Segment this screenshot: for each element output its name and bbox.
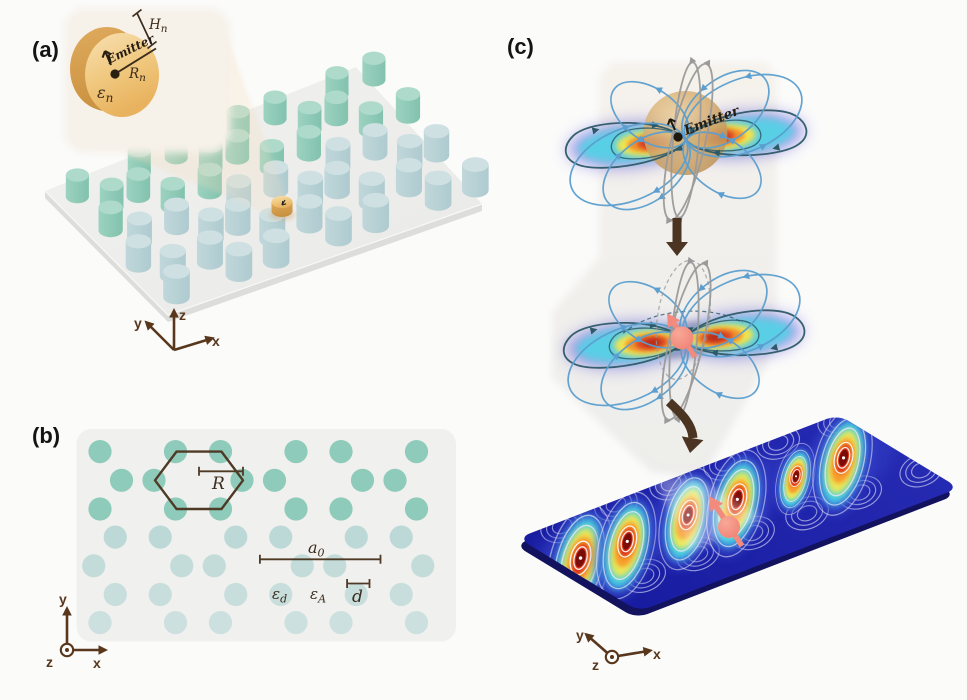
hexamer-radius-label: R	[211, 474, 225, 494]
lattice-constant-label: a0	[308, 538, 325, 560]
x-axis-label: x	[653, 646, 661, 662]
lattice-rod	[284, 611, 308, 635]
down-arrow-1	[666, 218, 688, 256]
spin-emitter-ball	[718, 516, 740, 538]
spin-emitter-ball	[670, 326, 694, 350]
dipole-radiation-with-nanoparticle	[564, 56, 808, 225]
lattice-rod	[411, 554, 435, 578]
panel-c: Emitter y x z (c)	[507, 34, 953, 673]
lattice-rod	[262, 468, 287, 492]
z-axis-label: z	[179, 307, 186, 323]
lattice-rod	[329, 440, 353, 464]
lattice-labels: R a0 εd εA d	[211, 474, 363, 607]
emitter-inset	[64, 8, 230, 153]
eps-d-label: εd	[272, 585, 287, 606]
nanopillar-array-3d	[65, 51, 489, 305]
panel-b: R a0 εd εA d y x z (b)	[32, 423, 456, 671]
lattice-rod	[82, 554, 106, 578]
panel-b-label: (b)	[32, 423, 60, 448]
lattice-rod	[148, 582, 172, 607]
lattice-rod	[284, 440, 308, 464]
lattice-rod	[103, 582, 127, 607]
emitter-dot	[110, 69, 120, 79]
x-axis-label: x	[93, 655, 101, 671]
axes-labels-c: y x z	[576, 627, 661, 673]
lattice-rod	[329, 611, 353, 635]
emitter-nanoparticle-3d	[269, 196, 295, 220]
axes-labels-b: y x z	[46, 591, 101, 671]
axes-labels-a: z x y	[134, 307, 220, 349]
lattice-rod	[404, 440, 429, 464]
lattice-rod	[163, 611, 188, 635]
z-axis-label: z	[46, 654, 53, 670]
panel-c-label: (c)	[507, 34, 534, 59]
axes-3d-a	[144, 308, 215, 352]
lattice-rod	[224, 525, 248, 549]
lattice-rod	[88, 440, 112, 464]
hexamer-outline	[153, 450, 245, 511]
lattice-rod	[170, 554, 194, 578]
lattice-rod	[88, 497, 112, 521]
lattice-top-view	[76, 429, 456, 642]
lattice-rod	[148, 525, 172, 549]
lattice-rod	[329, 497, 353, 521]
lattice-rod	[88, 611, 112, 635]
lattice-rod	[344, 525, 368, 549]
lattice-rod	[269, 525, 293, 549]
diameter-label: d	[352, 587, 363, 607]
lattice-rod	[323, 554, 347, 578]
axes-3d-c	[584, 632, 653, 665]
height-label: Hn	[148, 17, 168, 35]
lattice-rod	[389, 582, 413, 607]
dipole-radiation-free	[562, 256, 806, 425]
lattice-rod	[344, 582, 368, 607]
lattice-rod	[389, 525, 413, 549]
down-arrow-2	[665, 398, 704, 453]
lattice-rod	[103, 525, 127, 549]
lattice-rod	[109, 468, 134, 492]
axes-2d-b	[59, 606, 108, 658]
y-axis-label: y	[59, 591, 67, 607]
lattice-rod	[224, 582, 248, 607]
lattice-rod	[383, 468, 407, 492]
lattice-rod	[350, 468, 375, 492]
x-axis-label: x	[212, 333, 220, 349]
lattice-rod	[284, 497, 308, 521]
lattice-rod	[404, 497, 429, 521]
y-axis-label: y	[134, 315, 142, 331]
lattice-rod	[290, 554, 314, 578]
lattice-rod	[404, 611, 429, 635]
lattice-rod	[202, 554, 226, 578]
y-axis-label: y	[576, 627, 584, 643]
panel-a: Hn Emitter Rn εn z x y (a)	[32, 8, 489, 352]
eps-A-label: εA	[310, 585, 326, 606]
panel-a-label: (a)	[32, 37, 59, 62]
permittivity-label: εn	[97, 83, 113, 105]
radius-label: Rn	[128, 66, 146, 84]
lattice-rod	[208, 611, 233, 635]
z-axis-label: z	[592, 657, 599, 673]
lattice-rod	[269, 582, 293, 607]
